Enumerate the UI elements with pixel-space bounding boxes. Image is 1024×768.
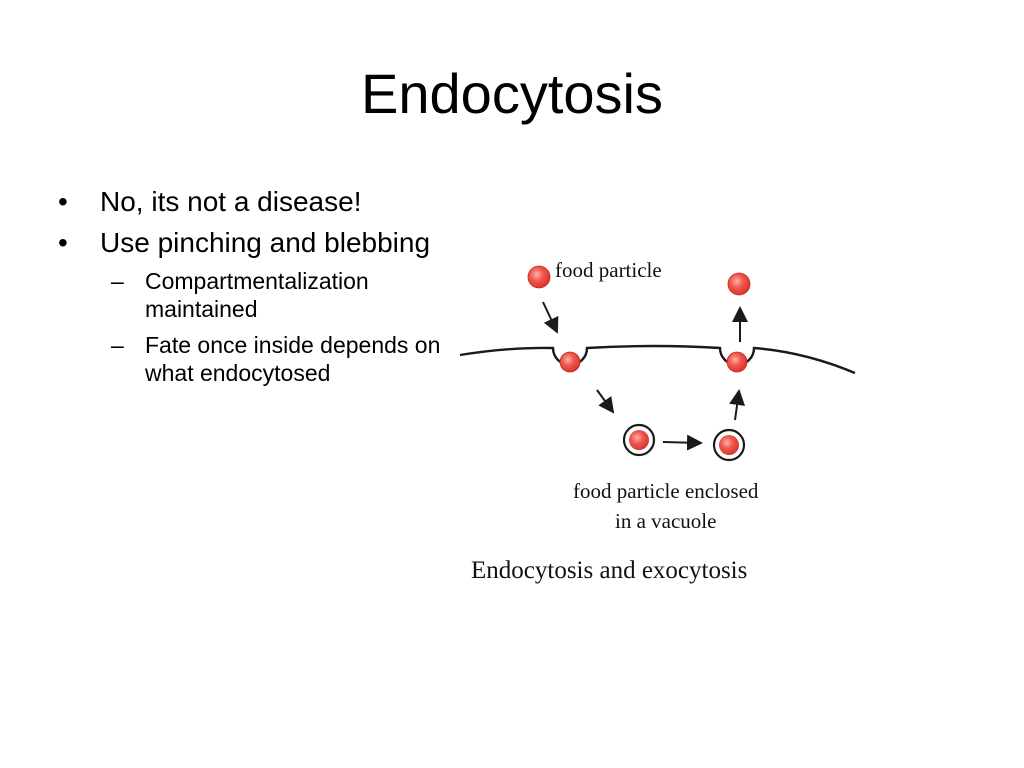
bullet-marker: • — [58, 186, 68, 217]
sub-bullet-marker: – — [111, 268, 124, 294]
bullet-item: • Use pinching and blebbing — [58, 226, 478, 260]
sub-bullet-marker: – — [111, 332, 124, 358]
food-particle-icon — [629, 430, 649, 450]
endocytosis-diagram: food particle food particle enclosed in … — [455, 250, 860, 595]
food-particle-icon — [527, 265, 551, 289]
sub-bullet-item: – Compartmentalization maintained — [58, 267, 478, 323]
arrow-icon — [662, 434, 703, 451]
sub-bullet-text: Fate once inside depends on what endocyt… — [145, 332, 441, 386]
diagram-drawing — [459, 265, 856, 462]
bullet-text: Use pinching and blebbing — [100, 227, 431, 258]
food-particle-icon — [559, 351, 581, 373]
food-particle-icon — [727, 272, 751, 296]
vacuole-label-line: in a vacuole — [614, 509, 717, 533]
vacuole-label: food particle enclosed in a vacuole — [573, 476, 758, 536]
bullet-text: No, its not a disease! — [100, 186, 362, 217]
bullet-item: • No, its not a disease! — [58, 185, 478, 219]
sub-bullet-text: Compartmentalization maintained — [145, 268, 369, 322]
slide-title: Endocytosis — [361, 62, 663, 125]
food-particle-icon — [719, 435, 739, 455]
food-particle-label: food particle — [555, 258, 662, 282]
bullet-list: • No, its not a disease! • Use pinching … — [58, 185, 478, 395]
figure-caption: Endocytosis and exocytosis — [471, 557, 748, 584]
cell-membrane — [459, 344, 856, 375]
arrow-icon — [729, 389, 746, 421]
bullet-marker: • — [58, 227, 68, 258]
vacuole-label-line: food particle enclosed — [573, 479, 759, 503]
arrow-icon — [596, 389, 615, 414]
sub-bullet-item: – Fate once inside depends on what endoc… — [58, 331, 478, 387]
arrow-icon — [542, 301, 559, 334]
food-particle-icon — [726, 351, 748, 373]
